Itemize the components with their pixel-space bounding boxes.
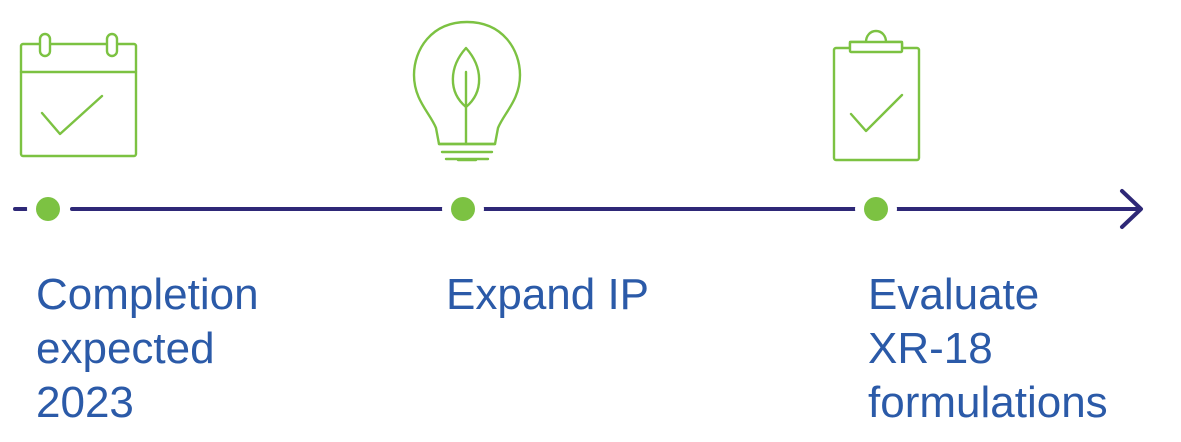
milestone-label-line: Completion [36,270,259,319]
lightbulb-leaf-icon [412,20,522,162]
milestone-dot-3 [855,188,897,230]
milestone-dot-2 [442,188,484,230]
milestone-label-line: Expand IP [446,270,650,319]
milestone-label-line: XR-18 [868,324,993,373]
milestone-label-evaluate: Evaluate XR-18 formulations [868,268,1108,430]
calendar-check-icon [19,32,138,158]
milestone-label-line: formulations [868,378,1108,427]
milestone-label-line: expected [36,324,215,373]
clipboard-check-icon [832,29,921,162]
milestone-dot-1 [27,188,69,230]
timeline-arrowhead [1120,189,1143,229]
milestone-label-line: 2023 [36,378,134,427]
milestone-label-completion: Completion expected 2023 [36,268,259,430]
milestone-label-expand-ip: Expand IP [446,268,649,322]
milestone-label-line: Evaluate [868,270,1040,319]
